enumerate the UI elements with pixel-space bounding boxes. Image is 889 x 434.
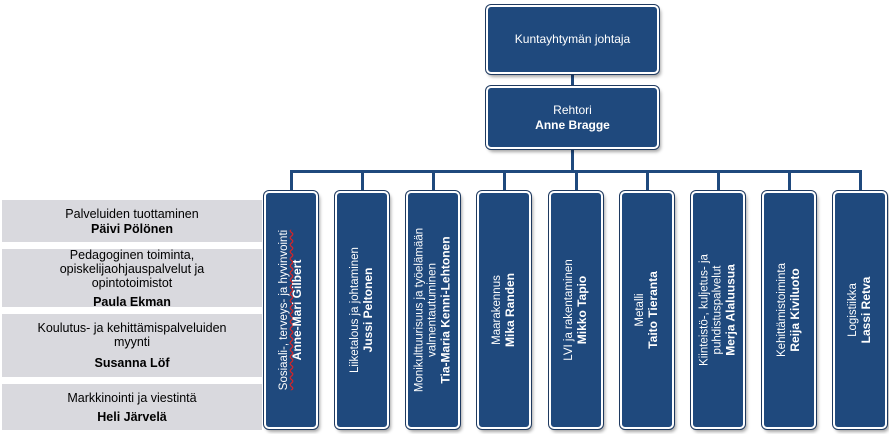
unit-box-metalli: Metalli Taito Tieranta xyxy=(620,191,674,429)
service-box-name: Päivi Pölönen xyxy=(91,221,173,236)
connector-drop xyxy=(361,170,364,192)
rector-box: Rehtori Anne Bragge xyxy=(486,86,659,149)
unit-name: Mikko Tapio xyxy=(575,275,589,345)
service-box-name: Heli Järvelä xyxy=(97,409,167,424)
connector-drop xyxy=(432,170,435,192)
unit-name: Tia-Maria Kenni-Lehtonen xyxy=(438,236,453,384)
unit-name: Merja Alaluusua xyxy=(723,264,738,356)
service-box-title: Markkinointi ja viestintä xyxy=(67,390,197,405)
service-box-name: Paula Ekman xyxy=(93,294,171,309)
service-box-koulutus-myynti: Koulutus- ja kehittämispalveluiden myynt… xyxy=(2,314,262,377)
service-box-palveluiden-tuottaminen: Palveluiden tuottaminen Päivi Pölönen xyxy=(2,200,262,242)
connector-top-to-rector xyxy=(571,73,574,87)
rector-name: Anne Bragge xyxy=(535,117,610,132)
service-box-pedagoginen-toiminta: Pedagoginen toiminta, opiskelijaohjauspa… xyxy=(2,247,262,309)
top-box-title: Kuntayhtymän johtaja xyxy=(514,32,631,46)
unit-name: Mika Randen xyxy=(503,273,517,348)
unit-box-lvi-rakentaminen: LVI ja rakentaminen Mikko Tapio xyxy=(549,191,603,429)
unit-box-kiinteisto-kuljetus: Kiinteistö-, kuljetus- ja puhdistuspalve… xyxy=(691,191,745,429)
top-box-kuntayhtyma-director: Kuntayhtymän johtaja xyxy=(486,5,659,74)
unit-box-maarakennus: Maarakennus Mika Randen xyxy=(477,191,531,429)
service-box-name: Susanna Löf xyxy=(94,356,170,370)
unit-box-liiketalous: Liiketalous ja johtaminen Jussi Peltonen xyxy=(335,191,389,429)
unit-title-line: Kiinteistö-, kuljetus- ja xyxy=(698,254,711,366)
service-box-markkinointi: Markkinointi ja viestintä Heli Järvelä xyxy=(2,384,262,430)
unit-box-monikulttuurisuus: Monikulttuurisuus ja työelämään valmenta… xyxy=(406,191,460,429)
connector-drop xyxy=(717,170,720,192)
connector-drop xyxy=(503,170,506,192)
unit-name: Jussi Peltonen xyxy=(361,267,375,353)
service-box-title: Palveluiden tuottaminen xyxy=(65,206,199,221)
unit-box-kehittamistoiminta: Kehittämistoiminta Reija Kiviluoto xyxy=(762,191,816,429)
service-box-title: Koulutus- ja kehittämispalveluiden myynt… xyxy=(37,321,227,349)
connector-drop xyxy=(788,170,791,192)
connector-drop xyxy=(575,170,578,192)
unit-box-logistiikka: Logistiikka Lassi Retva xyxy=(833,191,887,429)
rector-role: Rehtori xyxy=(553,102,592,117)
unit-name: Lassi Retva xyxy=(859,276,873,344)
unit-name: Taito Tieranta xyxy=(646,271,660,349)
service-box-title: Pedagoginen toiminta, opiskelijaohjauspa… xyxy=(59,247,205,290)
unit-box-sosiaali-terveys: Sosiaali-, terveys- ja hyvinvointi Anne-… xyxy=(264,191,318,429)
unit-name: Reija Kiviluoto xyxy=(788,268,802,352)
unit-name: Anne-Mari Gilbert xyxy=(290,259,304,361)
connector-drop xyxy=(290,170,293,192)
connector-rector-down xyxy=(571,147,574,171)
unit-title-line: Monikulttuurisuus ja työelämään xyxy=(413,227,426,393)
connector-drop xyxy=(646,170,649,192)
unit-title-line: Sosiaali-, terveys- ja hyvinvointi xyxy=(278,229,290,391)
connector-drop xyxy=(859,170,862,192)
